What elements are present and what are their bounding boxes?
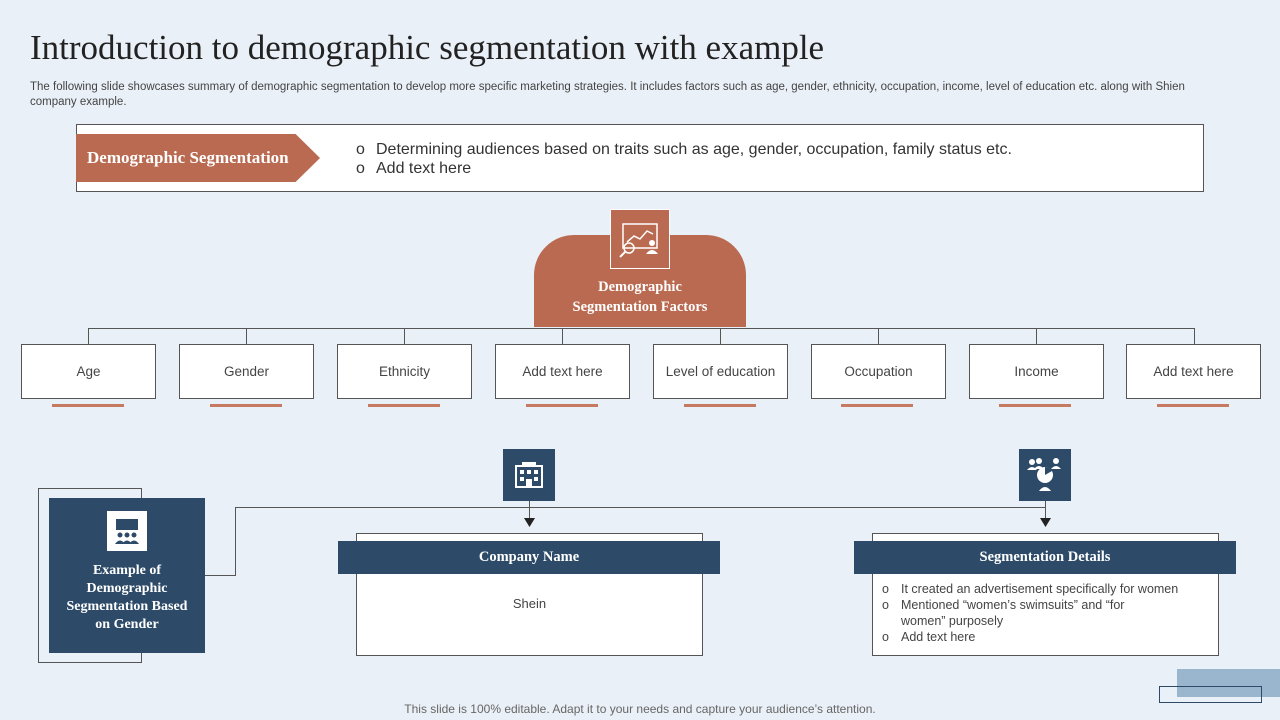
factor-underline (210, 404, 282, 407)
factor-box: Income (969, 344, 1104, 399)
connector-line (235, 507, 236, 576)
factor-underline (52, 404, 124, 407)
connector-line (1045, 500, 1046, 520)
connector-line (1194, 328, 1195, 344)
building-icon (503, 449, 555, 501)
factor-underline (526, 404, 598, 407)
corner-decoration (1177, 669, 1280, 697)
hub-title: Demographic Segmentation Factors (572, 279, 708, 315)
connector-line (235, 507, 1046, 508)
factor-underline (684, 404, 756, 407)
connector-line (529, 500, 530, 520)
factor-box: Level of education (653, 344, 788, 399)
factor-box: Ethnicity (337, 344, 472, 399)
analytics-icon (610, 209, 670, 269)
company-value: Shein (512, 596, 547, 611)
arrow-down-icon (524, 518, 535, 527)
connector-line (246, 328, 247, 344)
connector-line (88, 328, 89, 344)
factor-underline (368, 404, 440, 407)
arrow-down-icon (1040, 518, 1051, 527)
slide-title: Introduction to demographic segmentation… (30, 28, 825, 67)
segmentation-header: Segmentation Details (854, 541, 1236, 574)
example-card: Example of Demographic Segmentation Base… (49, 498, 205, 653)
factor-box: Occupation (811, 344, 946, 399)
audience-pie-icon (1019, 449, 1071, 501)
factor-underline (1157, 404, 1229, 407)
slide-subtitle: The following slide showcases summary of… (30, 81, 1185, 108)
connector-line (878, 328, 879, 344)
connector-line (720, 328, 721, 344)
corner-outline (1159, 686, 1262, 703)
connector-line (88, 328, 1194, 329)
connector-line (205, 575, 235, 576)
definition-label: Demographic Segmentation (76, 134, 320, 182)
factor-box: Age (21, 344, 156, 399)
company-header: Company Name (338, 541, 720, 574)
people-board-icon (107, 511, 147, 551)
factor-underline (841, 404, 913, 407)
connector-line (1036, 328, 1037, 344)
example-title: Example of Demographic Segmentation Base… (66, 563, 188, 632)
factor-underline (999, 404, 1071, 407)
connector-line (562, 328, 563, 344)
factor-box: Gender (179, 344, 314, 399)
factor-box: Add text here (495, 344, 630, 399)
factor-box: Add text here (1126, 344, 1261, 399)
connector-line (404, 328, 405, 344)
footer-note: This slide is 100% editable. Adapt it to… (404, 702, 876, 716)
